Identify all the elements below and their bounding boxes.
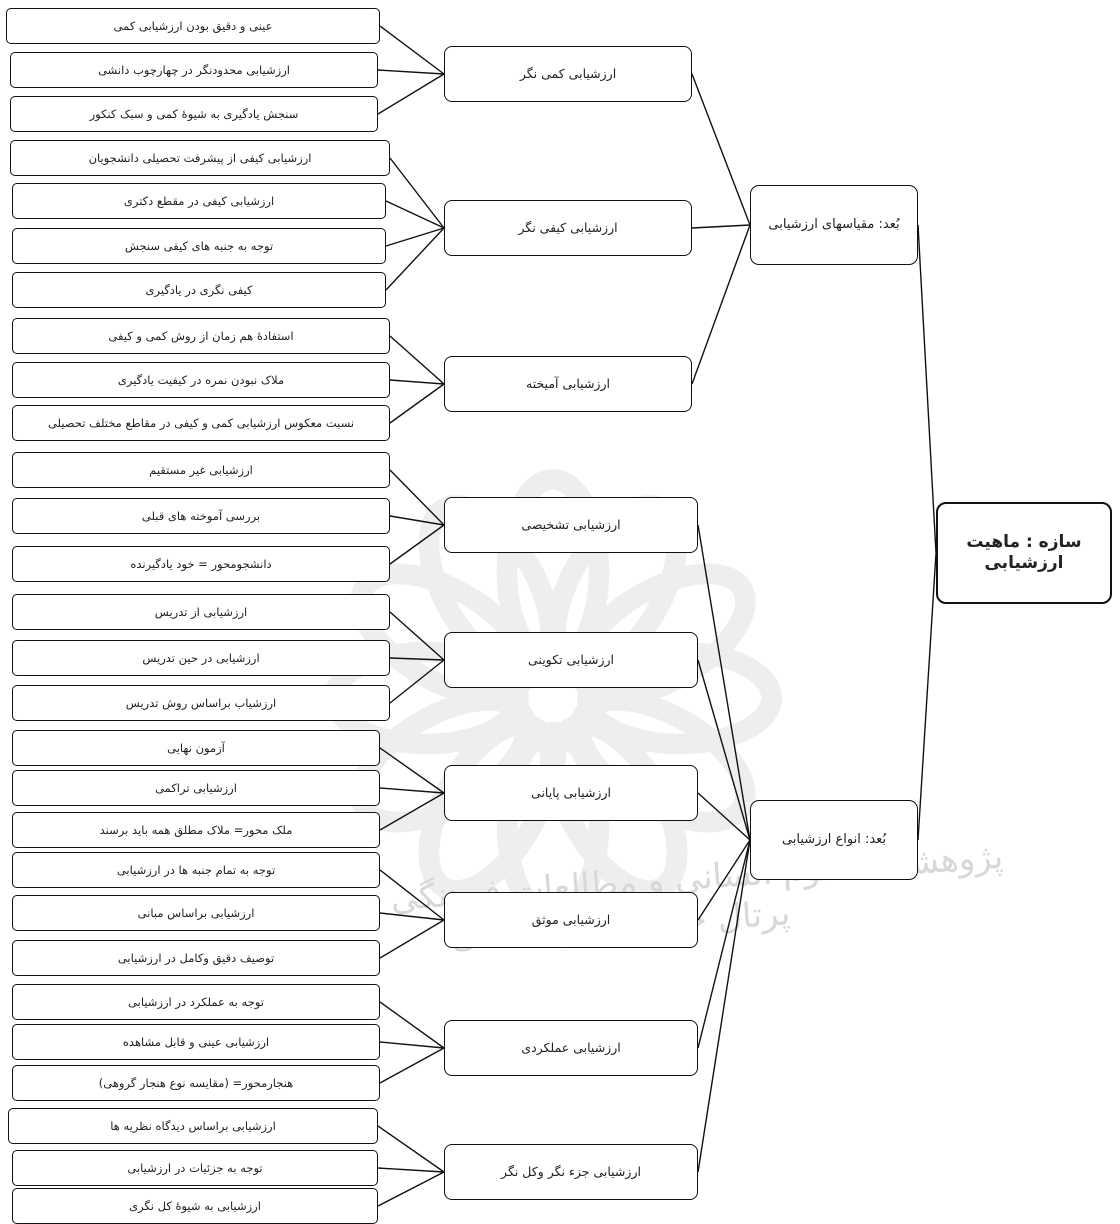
type-box: ارزشیابی عملکردی [444, 1020, 698, 1076]
item-box: دانشجومحور = خود یادگیرنده [12, 546, 390, 582]
type-box: ارزشیابی موثق [444, 892, 698, 948]
dimension-box: بُعد: انواع ارزشیابی [750, 800, 918, 880]
connector-item-type [379, 787, 445, 794]
type-box: ارزشیابی کیفی نگر [444, 200, 692, 256]
connector-item-type [377, 1167, 445, 1173]
connector-item-type [389, 469, 445, 526]
item-box: استفادۀ هم زمان از روش کمی و کیفی [12, 318, 390, 354]
item-box: ملاک نبودن نمره در کیفیت یادگیری [12, 362, 390, 398]
item-box: ارزشیابی کیفی از پیشرفت تحصیلی دانشجویان [10, 140, 390, 176]
item-box: کیفی نگری در یادگیری [12, 272, 386, 308]
connector-type-dimension [697, 659, 751, 841]
connector-item-type [389, 379, 445, 385]
connector-type-dimension [697, 839, 751, 1173]
connector-item-type [385, 200, 445, 229]
type-box: ارزشیابی آمیخته [444, 356, 692, 412]
item-box: توجه به عملکرد در ارزشیابی [12, 984, 380, 1020]
item-box: سنجش یادگیری به شیوۀ کمی و سبک کنکور [10, 96, 378, 132]
connector-item-type [389, 611, 445, 661]
connector-item-type [389, 515, 445, 526]
connector-item-type [389, 335, 445, 385]
item-box: ارزشیاب براساس روش تدریس [12, 685, 390, 721]
dimension-box: بُعد: مقیاسهای ارزشیابی [750, 185, 918, 265]
item-box: ارزشیابی براساس مبانی [12, 895, 380, 931]
item-box: ارزشیابی در حین تدریس [12, 640, 390, 676]
type-box: ارزشیابی جزء نگر وکل نگر [444, 1144, 698, 1200]
connector-item-type [377, 1125, 445, 1173]
connector-item-type [379, 1001, 445, 1049]
connector-item-type [377, 73, 445, 115]
item-box: عینی و دقیق بودن ارزشیابی کمی [6, 8, 380, 44]
item-box: توصیف دقیق وکامل در ارزشیابی [12, 940, 380, 976]
type-box: ارزشیابی پایانی [444, 765, 698, 821]
item-box: ارزشیابی محدودنگر در چهارچوب دانشی [10, 52, 378, 88]
connector-type-dimension [697, 839, 751, 1049]
connector-item-type [379, 792, 445, 831]
connector-type-dimension [691, 224, 751, 385]
item-box: ارزشیابی عینی و قابل مشاهده [12, 1024, 380, 1060]
item-box: بررسی آموخته های قبلی [12, 498, 390, 534]
type-box: ارزشیابی تشخیصی [444, 497, 698, 553]
item-box: ارزشیابی از تدریس [12, 594, 390, 630]
connector-type-dimension [697, 839, 751, 921]
item-box: توجه به جزئیات در ارزشیابی [12, 1150, 378, 1186]
item-box: توجه به تمام جنبه ها در ارزشیابی [12, 852, 380, 888]
connector-type-dimension [691, 224, 751, 229]
item-box: ارزشیابی کیفی در مقطع دکتری [12, 183, 386, 219]
connector-item-type [379, 1047, 445, 1084]
connector-type-dimension [697, 792, 751, 841]
item-box: آزمون نهایی [12, 730, 380, 766]
item-box: ارزشیابی تراکمی [12, 770, 380, 806]
connector-dimension-root [917, 224, 937, 554]
connector-item-type [379, 919, 445, 959]
item-box: نسبت معکوس ارزشیابی کمی و کیفی در مقاطع … [12, 405, 390, 441]
connector-item-type [389, 657, 445, 661]
type-box: ارزشیابی تکوینی [444, 632, 698, 688]
connector-type-dimension [697, 524, 751, 841]
connector-item-type [389, 524, 445, 565]
connector-item-type [389, 157, 445, 229]
item-box: ارزشیابی غیر مستقیم [12, 452, 390, 488]
connector-item-type [389, 659, 445, 704]
connector-item-type [377, 69, 445, 75]
root-construct-box: سازه : ماهیت ارزشیابی [936, 502, 1112, 604]
item-box: توجه به جنبه های کیفی سنجش [12, 228, 386, 264]
connector-item-type [379, 1041, 445, 1049]
connector-item-type [379, 912, 445, 921]
connector-item-type [385, 227, 445, 247]
connector-type-dimension [691, 73, 751, 226]
item-box: ارزشیابی به شیوۀ کل نگری [12, 1188, 378, 1224]
type-box: ارزشیابی کمی نگر [444, 46, 692, 102]
connector-item-type [385, 227, 445, 291]
connector-dimension-root [917, 552, 937, 841]
item-box: ملک محور= ملاک مطلق همه باید برسند [12, 812, 380, 848]
connector-item-type [377, 1171, 445, 1207]
item-box: ارزشیابی براساس دیدگاه نظریه ها [8, 1108, 378, 1144]
connector-item-type [379, 747, 445, 794]
connector-item-type [389, 383, 445, 424]
connector-item-type [379, 869, 445, 921]
item-box: هنجارمحور= (مقایسه نوع هنجار گروهی) [12, 1065, 380, 1101]
connector-item-type [379, 25, 445, 75]
